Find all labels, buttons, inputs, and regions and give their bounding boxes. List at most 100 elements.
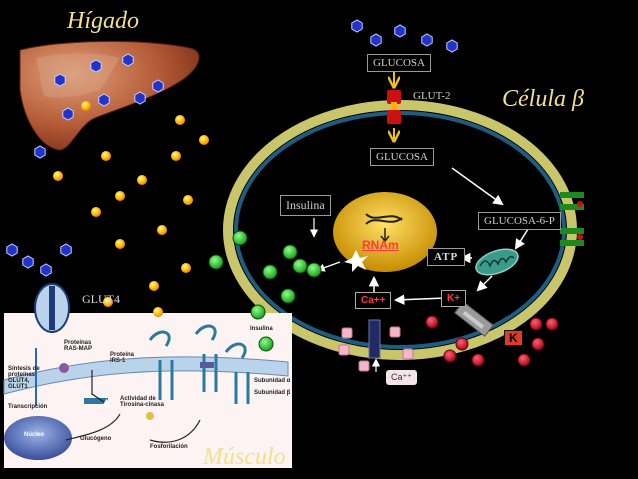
glucose-hexagon (446, 39, 458, 53)
glucose-dot (153, 307, 163, 317)
ca-outside-label: Ca⁺⁺ (386, 370, 418, 385)
glucose-dot (149, 281, 159, 291)
glucose-dot (81, 101, 91, 111)
potassium-ion (545, 317, 559, 331)
glucose-dot (181, 263, 191, 273)
glucose-hexagon (351, 19, 363, 33)
ca-channel-label: Ca++ (355, 292, 392, 309)
insulin-dot (306, 262, 322, 278)
glucose-dot (91, 207, 101, 217)
k-exit-label: K (504, 330, 523, 346)
sulfonylurea-receptor-icon (560, 192, 584, 246)
glucose-hexagon (40, 263, 52, 277)
calcium-ion (338, 344, 350, 356)
down-arrow-icon (380, 228, 390, 243)
insulin-dot (232, 230, 248, 246)
glucose-hexagon (22, 255, 34, 269)
glucose-hexagon (152, 79, 164, 93)
glucose-hexagon (90, 59, 102, 73)
insulin-dot (292, 258, 308, 274)
k-channel-icon (454, 301, 494, 337)
glut2-channel-icon (387, 90, 401, 124)
potassium-ion (455, 337, 469, 351)
insulin-label: Insulina (280, 195, 331, 216)
glucose-top-label: GLUCOSA (367, 54, 431, 72)
arrow-rnam-out (316, 261, 341, 272)
muscle-nucleo-label: Núcleo (24, 432, 45, 438)
insulin-dot (258, 336, 274, 352)
potassium-ion (517, 353, 531, 367)
liver-illustration (19, 40, 200, 151)
insulin-release-splash-icon (344, 250, 368, 272)
potassium-ion (529, 317, 543, 331)
glucose-hexagon (60, 243, 72, 257)
glucose-hexagon (370, 33, 382, 47)
glucose-dot (199, 135, 209, 145)
liver-title: Hígado (67, 8, 139, 34)
glucose-hexagon (6, 243, 18, 257)
atp-label: ATP (427, 248, 466, 266)
insulin-dot (262, 264, 278, 280)
glucose-dot (175, 115, 185, 125)
insulin-dot (208, 254, 224, 270)
glucose-inner-label: GLUCOSA (370, 148, 434, 166)
glucose-hexagons (6, 19, 458, 277)
glut4-label: GLUT4 (82, 292, 120, 306)
muscle-actividad-label: Actividad de Tirosina-cinasa (120, 396, 164, 408)
glucose-dot (103, 297, 113, 307)
muscle-title: Músculo (203, 444, 286, 470)
glucose-dot (115, 191, 125, 201)
rnam-label: RNAm (362, 238, 399, 252)
insulin-dot (282, 244, 298, 260)
muscle-nucleus-icon (4, 416, 72, 460)
potassium-ion (425, 315, 439, 329)
muscle-ras-map-label: Proteínas RAS-MAP (64, 340, 92, 352)
calcium-ions (338, 326, 414, 372)
glucose-hexagon (34, 145, 46, 159)
potassium-ion (471, 353, 485, 367)
muscle-transcripcion-label: Transcripción (8, 404, 48, 410)
mitochondrion-icon (475, 248, 519, 276)
glucose-dots (53, 101, 209, 317)
k-channel-label: K+ (441, 290, 467, 307)
glut4-transporter-icon (34, 283, 70, 333)
dna-strand-icon (365, 213, 403, 225)
arrow-to-ca (393, 294, 447, 305)
muscle-fosforilacion-label: Fosforilación (150, 444, 188, 450)
calcium-ion (389, 326, 401, 338)
glucose-dot (183, 195, 193, 205)
glucose-dot (137, 175, 147, 185)
glucose-dot (115, 239, 125, 249)
glut2-label: GLUT-2 (413, 90, 451, 102)
insulin-dot (280, 288, 296, 304)
calcium-ion (402, 348, 414, 360)
potassium-ion (443, 349, 457, 363)
muscle-irs1-label: Proteína IRS-1 (110, 352, 135, 364)
glucose-6p-label: GLUCOSA-6-P (478, 212, 561, 230)
arrow-to-g6p (451, 167, 504, 206)
insulin-dots (208, 230, 322, 352)
muscle-panel (3, 313, 292, 468)
glucose-hexagon (98, 93, 110, 107)
glucose-dot (157, 225, 167, 235)
muscle-glucogeno-label: Glucógeno (80, 436, 112, 442)
muscle-sintesis-label: Síntesis de proteínas GLUT4, GLUT1 (8, 366, 40, 390)
muscle-subunidad-a-label: Subunidad α (254, 378, 291, 384)
muscle-insulina-label: Insulina (250, 326, 273, 332)
calcium-ion (341, 327, 353, 339)
glucose-dot (171, 151, 181, 161)
beta-cell-title: Célula β (502, 86, 584, 112)
glucose-hexagon (54, 73, 66, 87)
glucose-hexagon (62, 107, 74, 121)
potassium-ions (425, 315, 559, 367)
insulin-dot (250, 304, 266, 320)
glucose-dot (101, 151, 111, 161)
ca-channel-icon (368, 319, 381, 359)
glucose-dot (53, 171, 63, 181)
glucose-hexagon (122, 53, 134, 67)
glucose-hexagon (421, 33, 433, 47)
calcium-ion (358, 360, 370, 372)
glucose-hexagon (134, 91, 146, 105)
potassium-ion (531, 337, 545, 351)
